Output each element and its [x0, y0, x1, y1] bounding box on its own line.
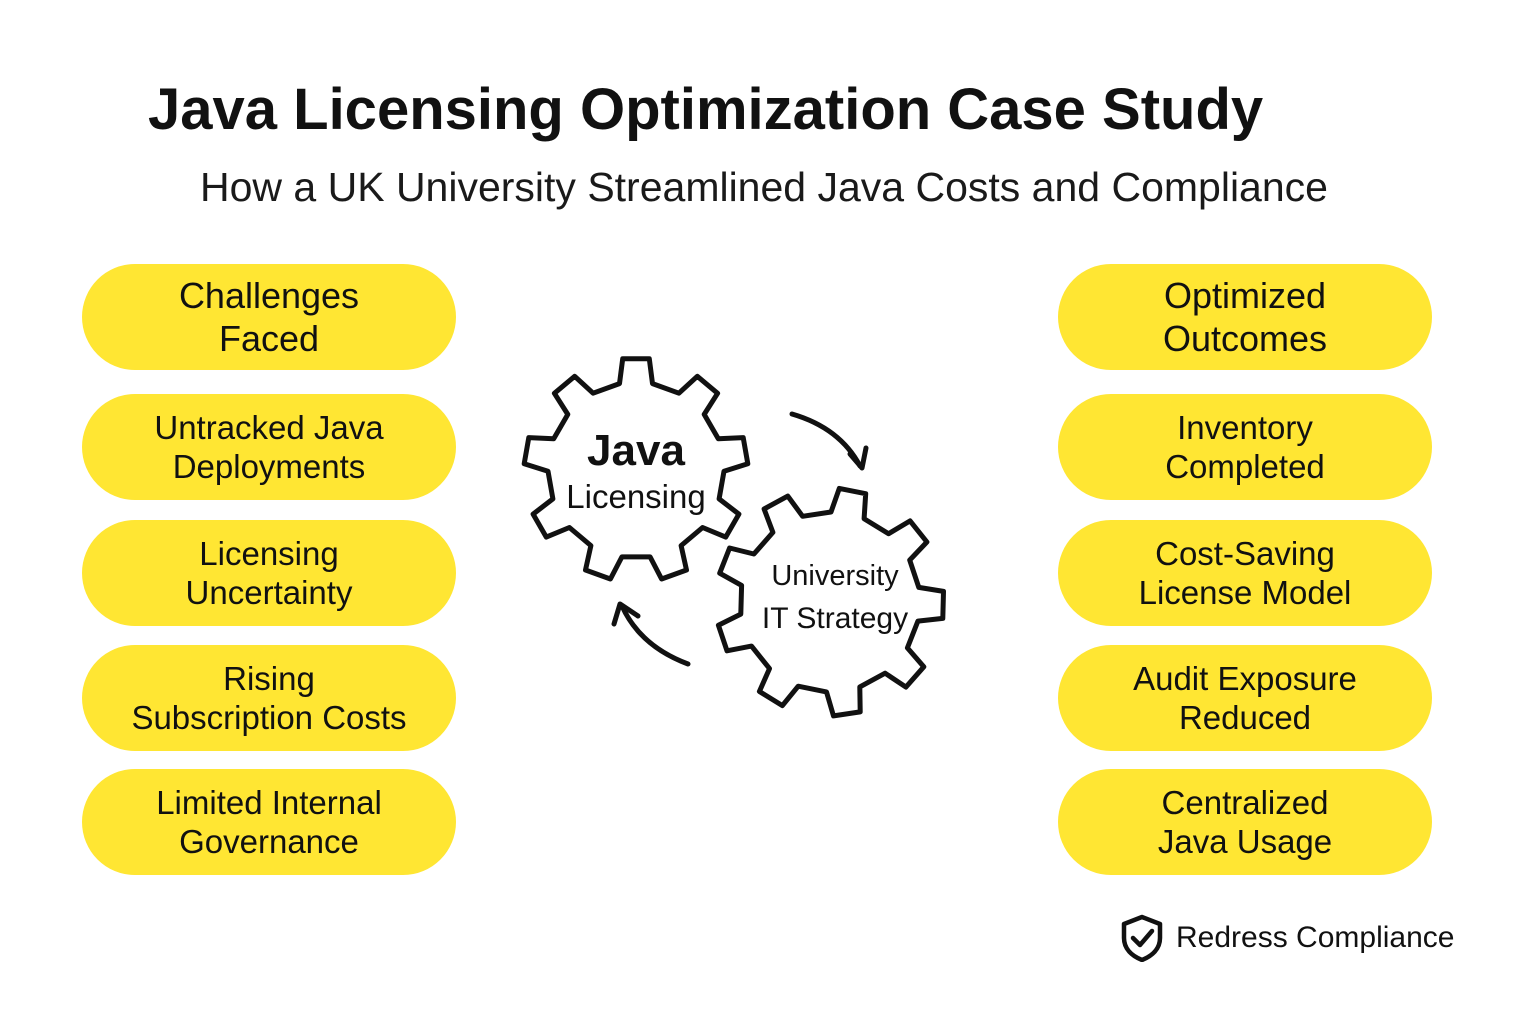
gear-icon [521, 356, 751, 582]
gear1-label-sub: Licensing [566, 478, 706, 515]
gear2-label-main: University [771, 560, 899, 592]
page-subtitle: How a UK University Streamlined Java Cos… [200, 164, 1328, 210]
gears-svg [521, 356, 946, 719]
challenge-item: Licensing Uncertainty [82, 520, 456, 626]
shield-check-icon [1121, 914, 1163, 962]
gear-icon [715, 485, 946, 719]
cycle-arrow-icon [619, 603, 691, 667]
gear1-label-main: Java [587, 426, 685, 475]
brand-footer: Redress Compliance [1120, 914, 1454, 962]
brand-name: Redress Compliance [1176, 921, 1455, 954]
challenge-item: Limited Internal Governance [82, 769, 456, 875]
challenges-heading: Challenges Faced [82, 264, 456, 370]
challenge-item: Untracked Java Deployments [82, 394, 456, 500]
outcome-item: Audit Exposure Reduced [1058, 645, 1432, 751]
cycle-arrow-icon [789, 411, 863, 469]
outcome-item: Centralized Java Usage [1058, 769, 1432, 875]
outcomes-heading: Optimized Outcomes [1058, 264, 1432, 370]
outcome-item: Cost-Saving License Model [1058, 520, 1432, 626]
gear2-label-sub: IT Strategy [761, 602, 909, 635]
cycle-arrow-icon [611, 601, 641, 627]
outcome-item: Inventory Completed [1058, 394, 1432, 500]
challenge-item: Rising Subscription Costs [82, 645, 456, 751]
gears-diagram: Java Licensing University IT Strategy [500, 340, 980, 740]
cycle-arrow-icon [847, 445, 869, 471]
page-title: Java Licensing Optimization Case Study [148, 77, 1264, 142]
